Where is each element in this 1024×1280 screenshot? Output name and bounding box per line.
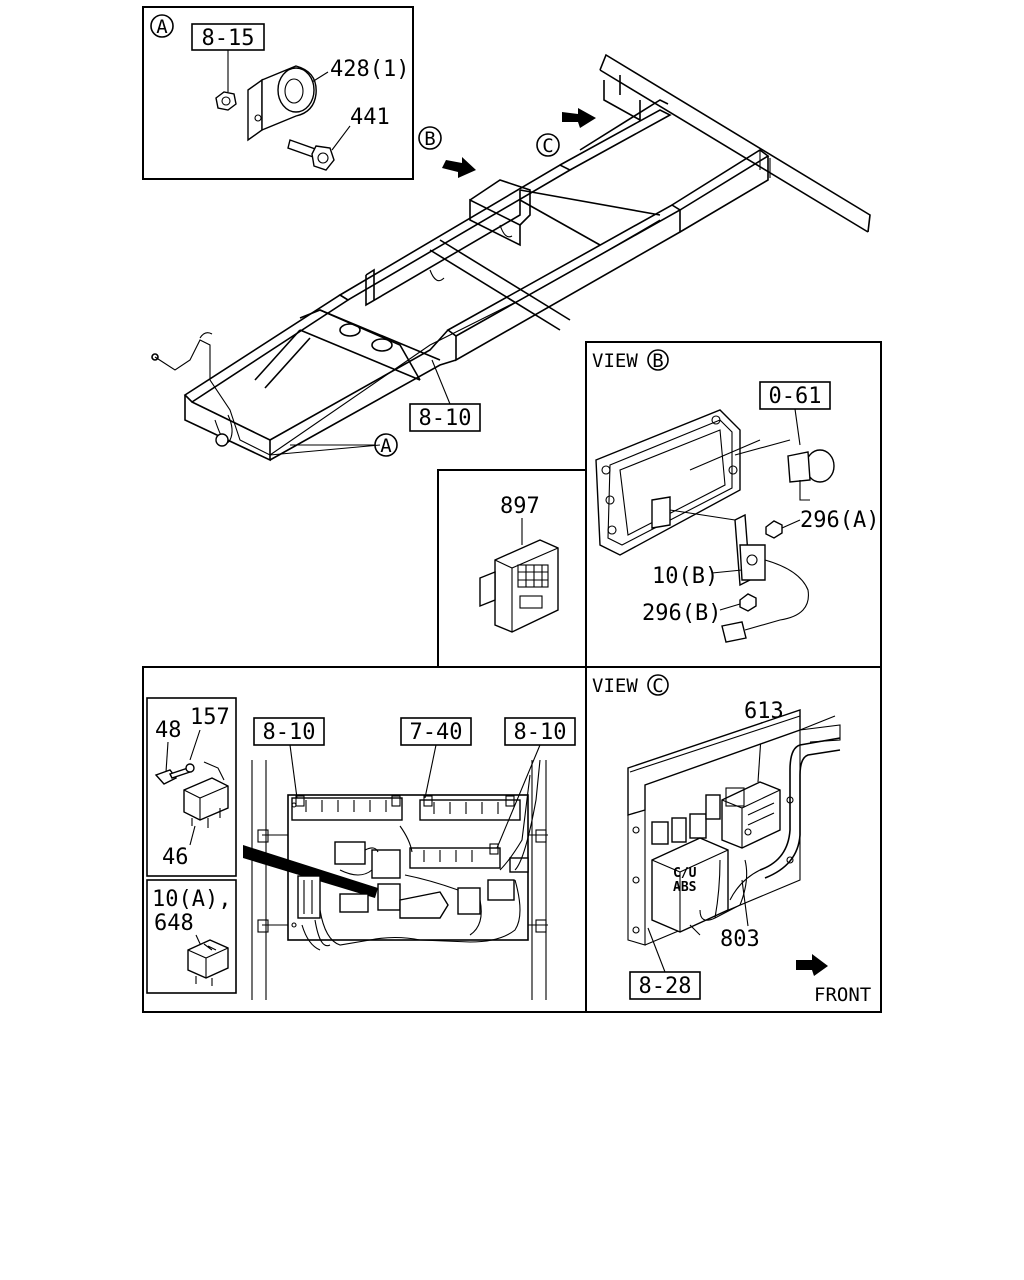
connector-c1: [651, 821, 669, 845]
part-10a-label: 10(A),: [152, 887, 231, 912]
panel-ref-left-box: [253, 717, 325, 746]
view-b-marker-text: B: [652, 350, 663, 372]
part-897-label: 897: [500, 494, 540, 519]
view-c-marker-text: C: [652, 675, 663, 697]
abs-control-unit: C/U ABS: [651, 837, 729, 933]
nut-296b-part: [739, 593, 757, 612]
view-b-arrow: [442, 157, 476, 178]
relay-panel-section: 48 157 46 10(A), 648 8-10: [142, 666, 587, 1013]
view-b-callout-text: B: [424, 128, 435, 150]
detail-a-marker-text: A: [156, 16, 168, 38]
part-803-label: 803: [720, 927, 760, 952]
connector-c2: [671, 817, 687, 843]
relay-648-part: [187, 939, 229, 986]
part-428-label: 428(1): [330, 57, 409, 82]
bracket-10b-part: [734, 513, 766, 587]
view-c-ref-box: [629, 971, 701, 1000]
view-c-circle-marker: [647, 674, 669, 696]
part-48-label: 48: [155, 718, 182, 743]
connector-c4: [705, 794, 721, 820]
cu-label: C/U: [673, 866, 697, 881]
detail-a-panel: A 8-15 428(1) 441: [142, 6, 414, 180]
panel-ref-right-label: 8-10: [514, 720, 567, 745]
view-c-callout-circle: [536, 133, 560, 157]
relay-box-897: 897: [479, 494, 559, 633]
part-441-label: 441: [350, 105, 390, 130]
view-c-title: VIEW: [592, 675, 638, 697]
view-b-callout-circle: [418, 126, 442, 150]
panel-ref-mid-label: 7-40: [410, 720, 463, 745]
leader-wedge: [243, 845, 378, 898]
detail-a-ref-label: 8-15: [202, 26, 255, 51]
part-296b-label: 296(B): [642, 601, 721, 626]
bolt-441-part: [287, 139, 335, 171]
view-b-circle-marker: [647, 349, 669, 371]
abs-label: ABS: [673, 880, 697, 895]
view-b-ref-label: 0-61: [769, 384, 822, 409]
part-46-label: 46: [162, 845, 189, 870]
relay-10a-subbox: [146, 879, 237, 994]
connector-0-61-part: [787, 449, 835, 501]
front-label: FRONT: [814, 984, 871, 1006]
view-c-ref-label: 8-28: [639, 974, 692, 999]
part-648-label: 648: [154, 911, 194, 936]
relay-46-part: [154, 761, 229, 828]
chassis-frame: B C: [151, 53, 871, 462]
relay-board: [251, 759, 548, 1000]
view-c-callout-text: C: [542, 135, 553, 157]
chassis-ref-label: 8-10: [419, 406, 472, 431]
clip-428-part: [247, 65, 317, 142]
part-10b-label: 10(B): [652, 564, 718, 589]
view-c-panel: VIEW C 613: [585, 666, 882, 1013]
view-b-title: VIEW: [592, 350, 638, 372]
relay-46-subbox: [146, 697, 237, 877]
module-613-part: [721, 781, 781, 849]
ecu-housing-part: [595, 409, 791, 556]
part-157-label: 157: [190, 705, 230, 730]
front-arrow: [796, 954, 828, 976]
nut-296a-part: [765, 520, 783, 539]
view-c-arrow: [562, 108, 596, 128]
connector-c3: [689, 813, 707, 839]
detail-a-circle-marker: [150, 14, 174, 38]
view-b-panel: VIEW B 0-61 296(A): [585, 341, 882, 668]
chassis-a-callout-text: A: [380, 435, 392, 457]
chassis-a-callout-circle: [374, 433, 398, 457]
view-b-leader-frame: [437, 469, 586, 667]
nut-part: [215, 91, 237, 111]
panel-ref-left-label: 8-10: [263, 720, 316, 745]
chassis-ref-box: [409, 403, 481, 432]
part-296a-label: 296(A): [800, 508, 879, 533]
